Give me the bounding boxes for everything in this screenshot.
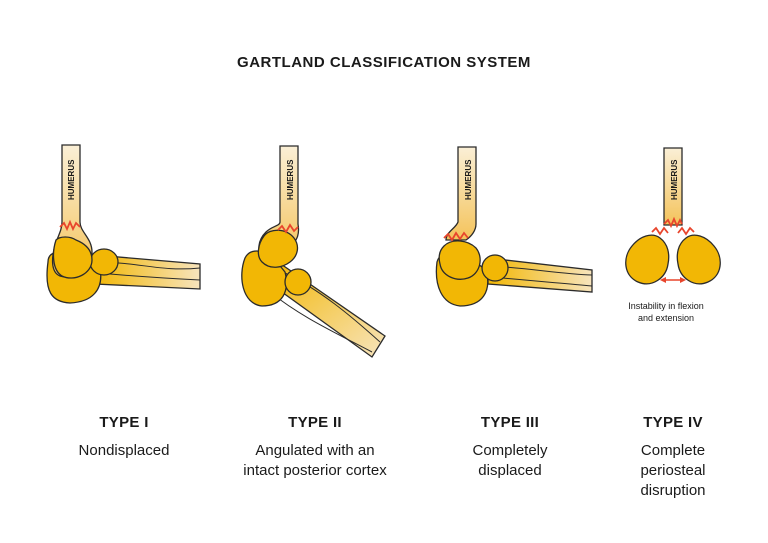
type-3-description: Completely displaced: [472, 442, 548, 479]
type-4-humerus-label: HUMERUS: [670, 159, 679, 200]
type-1-label: TYPE I: [99, 414, 149, 431]
type-3-caption: TYPE III Completely displaced: [415, 414, 605, 481]
type-1-description: Nondisplaced: [78, 442, 170, 459]
type-2-label: TYPE II: [288, 414, 342, 431]
type-1-caption: TYPE I Nondisplaced: [29, 414, 219, 461]
type-3-humerus-label: HUMERUS: [464, 159, 473, 200]
type-4-elbow: HUMERUS: [625, 147, 721, 285]
type-2-elbow: HUMERUS: [241, 145, 386, 358]
type-1-elbow: HUMERUS: [46, 144, 201, 304]
type-4-label: TYPE IV: [643, 414, 703, 431]
type-3-label: TYPE III: [480, 414, 540, 431]
type-3-elbow: HUMERUS: [435, 146, 593, 307]
type-4-instability-note: Instability in flexion and extension: [628, 301, 704, 323]
type-2-humerus-label: HUMERUS: [286, 159, 295, 200]
diagram-title: GARTLAND CLASSIFICATION SYSTEM: [237, 54, 531, 71]
type-4-description: Complete periosteal disruption: [640, 442, 706, 499]
type-1-humerus-label: HUMERUS: [67, 159, 76, 200]
type-2-caption: TYPE II Angulated with an intact posteri…: [220, 414, 410, 481]
type-2-description: Angulated with an intact posterior corte…: [243, 442, 387, 479]
type-4-caption: TYPE IV Complete periosteal disruption: [578, 414, 768, 501]
